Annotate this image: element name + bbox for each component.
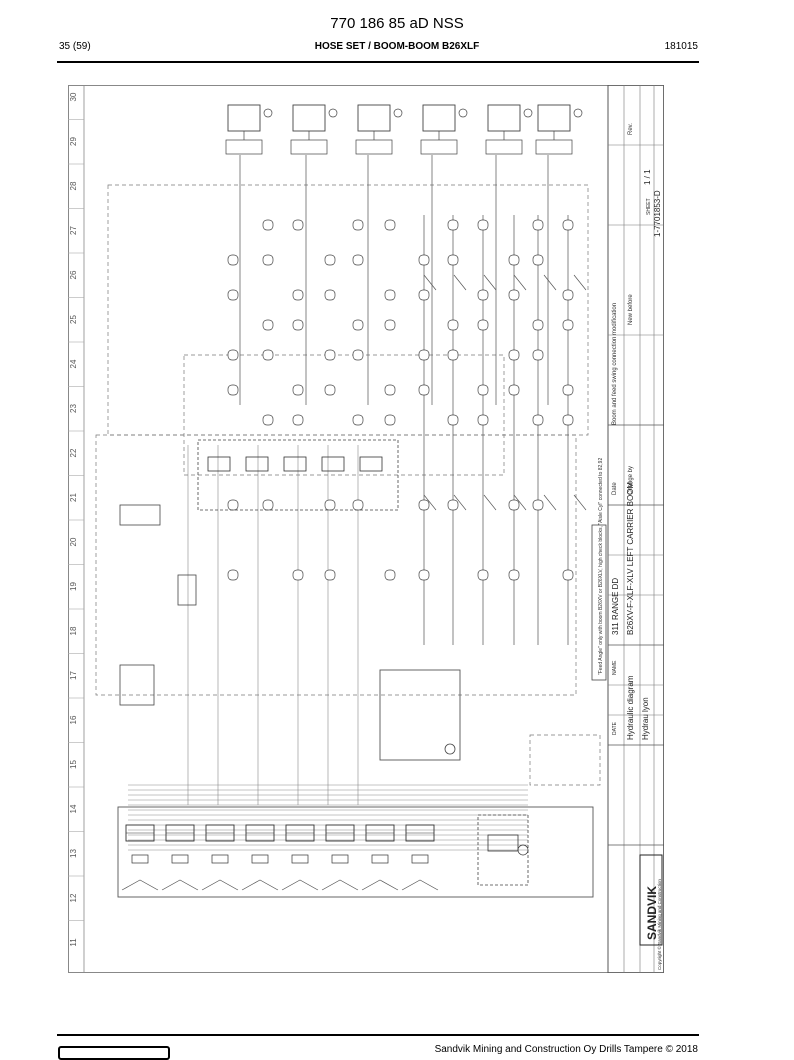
column-number: 11 [69, 938, 78, 947]
diagram-type: Hydraulic diagram [626, 675, 635, 740]
drawing-number: 1-7701853-D [653, 190, 662, 237]
date-label: Date [612, 482, 618, 495]
company-logo: SANDVIK [645, 886, 659, 940]
section-title: HOSE SET / BOOM-BOOM B26XLF [314, 41, 480, 52]
column-number: 21 [69, 493, 78, 502]
column-number: 28 [69, 181, 78, 190]
column-number-strip: 30 29 28 27 26 25 24 23 22 21 20 19 18 17 16 15 14 13 12 11 [68, 92, 84, 947]
revision-desc: New before [628, 294, 634, 325]
rev-label: Rev. [628, 123, 634, 135]
title-block: Boom and feed swing connection modificat… [607, 84, 674, 974]
column-number: 19 [69, 582, 78, 591]
column-number: 13 [69, 849, 78, 858]
footer-company: Sandvik Mining and Construction Oy Drill… [434, 1044, 698, 1055]
hydraulic-diagram: 30 29 28 27 26 25 24 23 22 21 20 19 18 17 16 15 14 13 12 11… [68, 84, 674, 974]
footer-rule [57, 1034, 699, 1036]
column-number: 27 [69, 226, 78, 235]
column-number: 24 [69, 359, 78, 368]
change-by-label: Change by [628, 466, 634, 495]
sheet-number: 1 / 1 [643, 169, 652, 185]
date-code: 181015 [664, 41, 698, 52]
column-number: 25 [69, 315, 78, 324]
column-number: 29 [69, 137, 78, 146]
column-number: 22 [69, 448, 78, 457]
column-number: 30 [69, 92, 78, 101]
title-line-2: B26XV-F-XLF-XLV LEFT CARRIER BOOM [626, 482, 635, 635]
title-line-1: 311 RANGE DD [611, 578, 620, 635]
page-number: 35 (59) [59, 41, 91, 52]
footer-logo [58, 1046, 170, 1060]
column-number: 18 [69, 626, 78, 635]
column-number: 16 [69, 715, 78, 724]
column-number: 14 [69, 804, 78, 813]
date-col-label: DATE [612, 721, 618, 735]
note-text: "Feed Angle" only with boom B26XV or B26… [598, 458, 604, 675]
column-number: 20 [69, 537, 78, 546]
diagram-subtype: Hydrau lyon [641, 697, 650, 740]
copyright-text: Copyright © Sandvik Mining and Construct… [656, 879, 662, 970]
name-label: NAME [612, 660, 618, 675]
column-number: 12 [69, 893, 78, 902]
column-number: 23 [69, 404, 78, 413]
column-number: 26 [69, 270, 78, 279]
column-number: 17 [69, 671, 78, 680]
column-number: 15 [69, 760, 78, 769]
document-title: 770 186 85 aD NSS [330, 15, 464, 32]
note-box: "Feed Angle" only with boom B26XV or B26… [591, 458, 607, 681]
sheet-label: SHEET [646, 198, 652, 215]
header-rule [57, 61, 699, 63]
revision-note: Boom and feed swing connection modificat… [612, 303, 618, 425]
